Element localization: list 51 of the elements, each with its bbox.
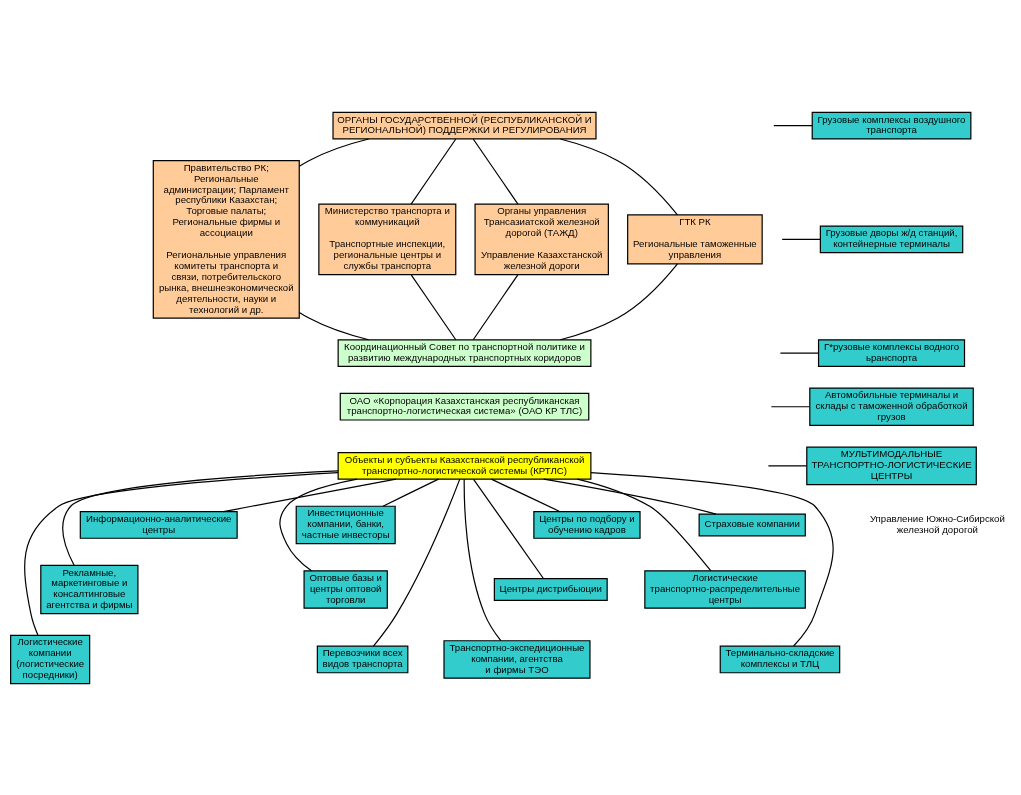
connector bbox=[279, 478, 358, 571]
node-box: Страховые компании bbox=[698, 513, 806, 536]
connector bbox=[382, 478, 440, 507]
node-box: ОРГАНЫ ГОСУДАРСТВЕННОЙ (РЕСПУБЛИКАНСКОЙ И РЕГИОНАЛЬНОЙ) ПОДДЕРЖКИ И РЕГУЛИРОВАНИЯ bbox=[332, 111, 597, 140]
node-box: Оптовые базы и центры оптовой торговли bbox=[303, 569, 388, 609]
connector bbox=[410, 137, 457, 205]
node-box: Логистические компании (логистические посредники) bbox=[10, 634, 91, 684]
connector bbox=[298, 311, 370, 340]
node-box: Логистические транспортно-распределительные центры bbox=[644, 569, 806, 609]
node-box: Перевозчики всех видов транспорта bbox=[316, 645, 409, 673]
node-box: Центры дистрибьюции bbox=[493, 577, 608, 601]
connector bbox=[590, 471, 834, 647]
connector bbox=[472, 478, 545, 579]
node-box: Центры по подбору и обучению кадров bbox=[533, 510, 641, 539]
node-box: Транспортно-экспедиционные компании, агентства и фирмы ТЭО bbox=[443, 639, 591, 679]
connector bbox=[559, 262, 679, 340]
node-box: Терминально-складские комплексы и ТЛЦ bbox=[719, 645, 841, 673]
connector bbox=[472, 137, 519, 205]
node-box: ОАО «Корпорация Казахстанская республиканская транспортно-логистическая система» (ОАО КР ТЛС) bbox=[339, 392, 590, 421]
label: Управление Южно-Сибирской железной дорогой bbox=[869, 512, 1005, 535]
connector bbox=[410, 273, 457, 340]
connector bbox=[773, 124, 813, 126]
node-box: Рекламные, маркетинговые и консалтинговые агентства и фирмы bbox=[40, 564, 139, 614]
connector bbox=[767, 464, 808, 466]
node-box: Г*рузовые комплексы водного ьранспорта bbox=[817, 338, 966, 367]
connector bbox=[559, 137, 679, 215]
node-box: Автомобильные терминалы и склады с таможенной обработкой грузов bbox=[809, 386, 974, 426]
node-box: Координационный Совет по транспортной политике и развитию международных транспортных коридоров bbox=[337, 338, 592, 367]
connector bbox=[770, 405, 811, 407]
node-box: Министерство транспорта и коммуникаций Транспортные инспекции, региональные центры и службы транспорта bbox=[318, 203, 457, 275]
node-box: ГТК РК Региональные таможенные управления bbox=[627, 213, 763, 264]
connector bbox=[24, 471, 339, 636]
connector bbox=[490, 478, 561, 512]
node-box: Информационно-аналитические центры bbox=[79, 510, 238, 539]
connector bbox=[372, 478, 461, 647]
node-box: Правительство РК; Региональные администрации; Парламент республики Казахстан; Торговые палаты; Региональные фирмы и ассоциации Региональные управления комитеты транспорта и связи, потребительского рынка, внешнеэкономической деятельности, науки и технологий и др. bbox=[152, 159, 300, 319]
connector bbox=[463, 478, 502, 641]
connector bbox=[222, 478, 397, 512]
connector bbox=[62, 469, 339, 566]
connector bbox=[543, 478, 717, 515]
connector bbox=[576, 478, 712, 571]
connector bbox=[298, 137, 370, 167]
node-box: Объекты и субъекты Казахстанской республиканской транспортно-логистической системы (КРТЛС) bbox=[337, 451, 592, 480]
node-box: Инвестиционные компании, банки, частные инвесторы bbox=[295, 505, 396, 544]
node-box: Грузовые комплексы воздушного транспорта bbox=[811, 111, 972, 140]
connector bbox=[472, 273, 519, 340]
node-box: МУЛЬТИМОДАЛЬНЫЕ ТРАНСПОРТНО-ЛОГИСТИЧЕСКИЕ ЦЕНТРЫ bbox=[806, 446, 977, 485]
node-box: Грузовые дворы ж/д станций, контейнерные терминалы bbox=[819, 225, 964, 253]
connector bbox=[781, 238, 821, 240]
node-box: Органы управления Трансазиатской железной дорогой (ТАЖД) Управление Казахстанской железной дороги bbox=[474, 203, 609, 275]
connector bbox=[779, 351, 819, 354]
